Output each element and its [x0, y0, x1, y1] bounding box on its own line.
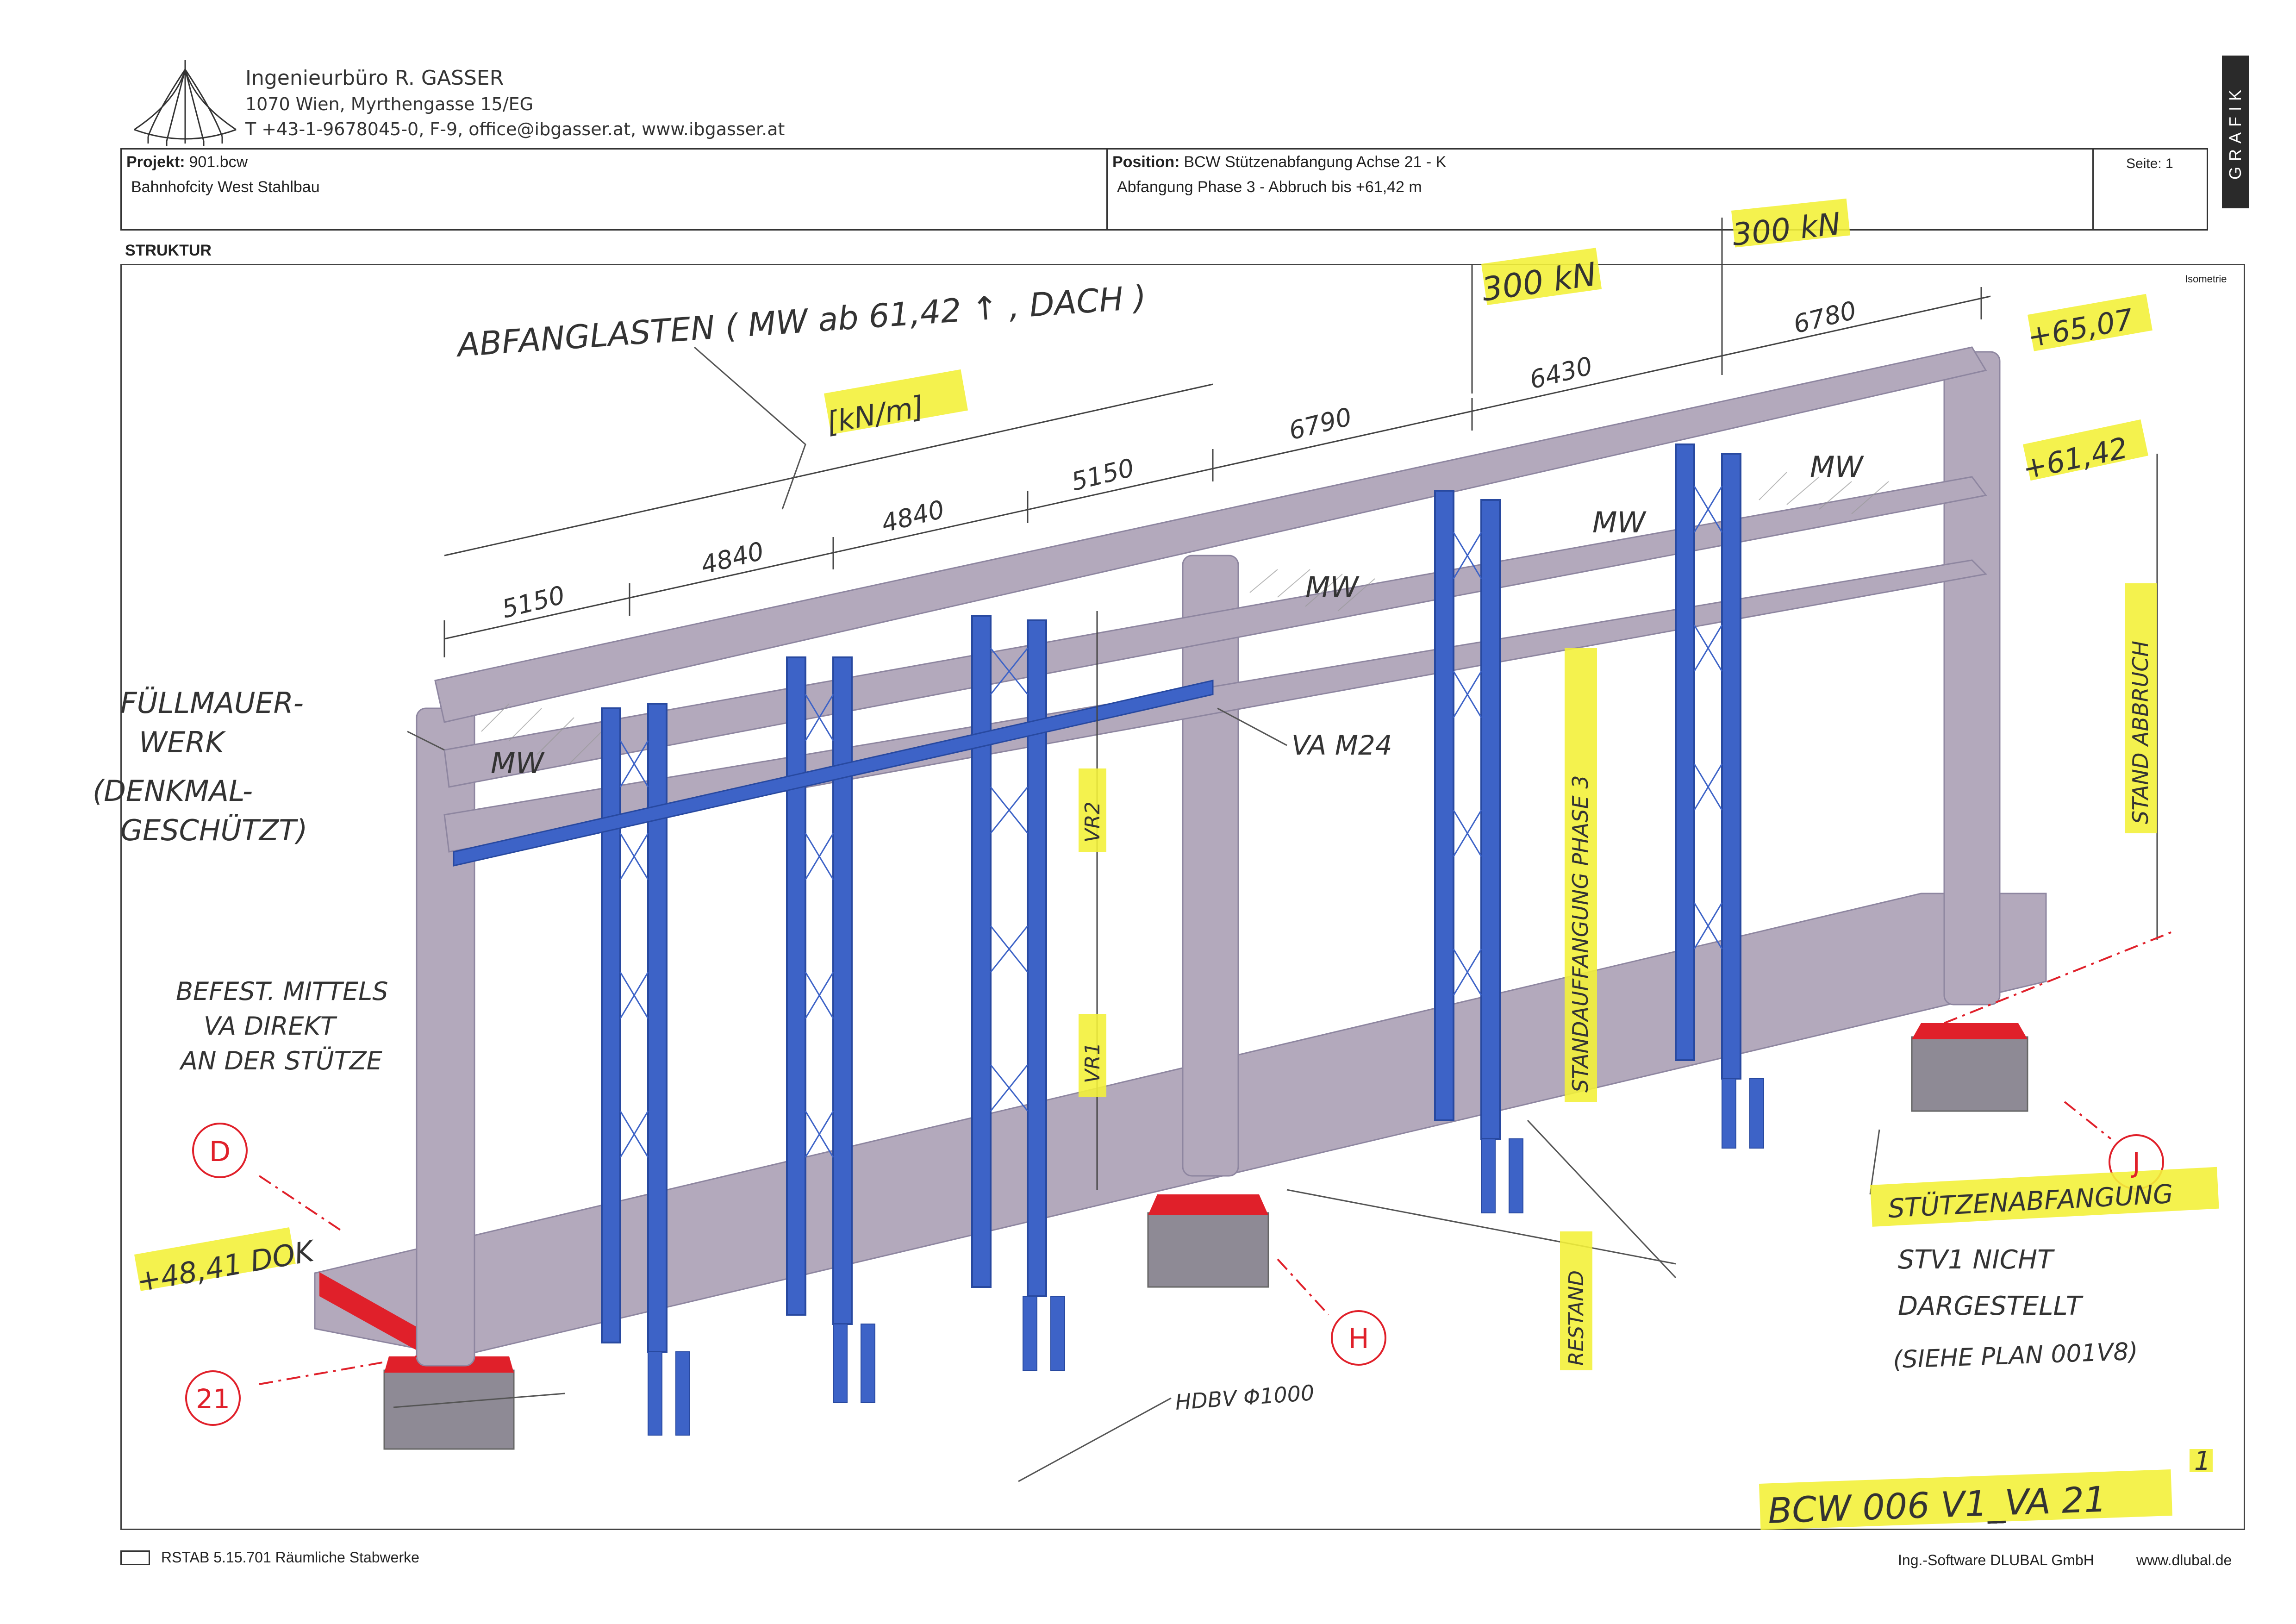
- rstab-logo-icon: [120, 1550, 150, 1565]
- vendor-url: www.dlubal.de: [2136, 1552, 2232, 1568]
- company-name: Ingenieurbüro R. GASSER: [245, 66, 504, 90]
- floor-slab: [314, 893, 2047, 1357]
- company-block: Ingenieurbüro R. GASSER 1070 Wien, Myrth…: [245, 65, 785, 142]
- foundation-block: [383, 1023, 2028, 1450]
- demolition-label: STAND ABBRUCH: [2128, 641, 2153, 824]
- pile-label: HDBV Φ1000: [1174, 1380, 1315, 1415]
- software-footer: RSTAB 5.15.701 Räumliche Stabwerke: [120, 1549, 419, 1566]
- tower-bracing: [619, 486, 1723, 1158]
- projekt-value: 901.bcw: [189, 153, 248, 171]
- infill-note: FÜLLMAUER-: [120, 686, 304, 720]
- position-desc: Abfangung Phase 3 - Abbruch bis +61,42 m: [1117, 178, 1422, 196]
- tent-roof-logo: [134, 60, 237, 146]
- column-support-note: (SIEHE PLAN 001V8): [1892, 1338, 2138, 1374]
- drawing-frame: [120, 264, 2245, 1530]
- leader-line: [393, 346, 1880, 1482]
- vendor-name: Ing.-Software DLUBAL GmbH: [1898, 1552, 2094, 1568]
- anchor-rod-label: VA M24: [1292, 730, 1392, 761]
- phase-label: STANDAUFFANGUNG PHASE 3: [1568, 775, 1593, 1093]
- masonry-label: MW: [1810, 450, 1864, 484]
- dimension-label: 5150: [499, 580, 568, 624]
- highlight-marker: [134, 198, 2219, 1530]
- projekt-desc: Bahnhofcity West Stahlbau: [131, 178, 320, 196]
- position-value: BCW Stützenabfangung Achse 21 - K: [1184, 153, 1447, 171]
- section-title: STRUKTUR: [125, 242, 212, 259]
- software-name: RSTAB 5.15.701 Räumliche Stabwerke: [161, 1549, 419, 1566]
- column-support-note: STV1 NICHT: [1898, 1245, 2055, 1275]
- dimension-label: 5150: [1068, 453, 1137, 496]
- infill-note: GESCHÜTZT): [120, 813, 307, 847]
- sheet-number: 1: [2194, 1446, 2211, 1476]
- masonry-label: MW: [1305, 570, 1360, 604]
- page-number: Seite: 1: [2126, 156, 2173, 171]
- position-label: Position:: [1112, 153, 1180, 171]
- remaining-label: RESTAND: [1565, 1270, 1588, 1366]
- anchor-note: AN DER STÜTZE: [179, 1046, 383, 1075]
- project-cell: Projekt: 901.bcw Bahnhofcity West Stahlb…: [122, 150, 1108, 229]
- axis-label: H: [1348, 1323, 1369, 1355]
- dimension-label: 6430: [1527, 351, 1596, 394]
- masonry-infill: [481, 472, 1889, 764]
- grafik-tab: GRAFIK: [2222, 56, 2249, 208]
- steel-beam: [453, 680, 1214, 867]
- company-contact: T +43-1-9678045-0, F-9, office@ibgasser.…: [245, 119, 785, 139]
- axis-label: J: [2130, 1147, 2140, 1179]
- infill-note: WERK: [139, 725, 226, 759]
- anchor-note: VA DIREKT: [204, 1012, 337, 1041]
- load-case-note: ABFANGLASTEN ( MW ab 61,42 ↑ , DACH ): [454, 278, 1147, 364]
- position-cell: Position: BCW Stützenabfangung Achse 21 …: [1108, 150, 2094, 229]
- projekt-label: Projekt:: [126, 153, 185, 171]
- dimension-label: 4840: [698, 536, 767, 580]
- masonry-label: MW: [491, 746, 545, 780]
- title-block: Projekt: 901.bcw Bahnhofcity West Stahlb…: [120, 148, 2208, 231]
- steel-pile: [648, 1078, 1764, 1436]
- column-support-note: DARGESTELLT: [1898, 1291, 2084, 1321]
- axis-label: 21: [196, 1383, 230, 1415]
- masonry-label: MW: [1592, 506, 1647, 539]
- company-address: 1070 Wien, Myrthengasse 15/EG: [245, 94, 534, 114]
- slab-front-red: [319, 1272, 444, 1366]
- anchor-note: BEFEST. MITTELS: [176, 977, 388, 1006]
- bracing-label: VR1: [1081, 1042, 1104, 1083]
- page-cell: Seite: 1: [2094, 150, 2209, 229]
- view-label: Isometrie: [2185, 273, 2227, 285]
- bracing-label: VR2: [1081, 801, 1104, 843]
- dimension-label: 4840: [879, 494, 948, 538]
- infill-note: (DENKMAL-: [93, 774, 253, 808]
- axis-label: D: [209, 1136, 231, 1168]
